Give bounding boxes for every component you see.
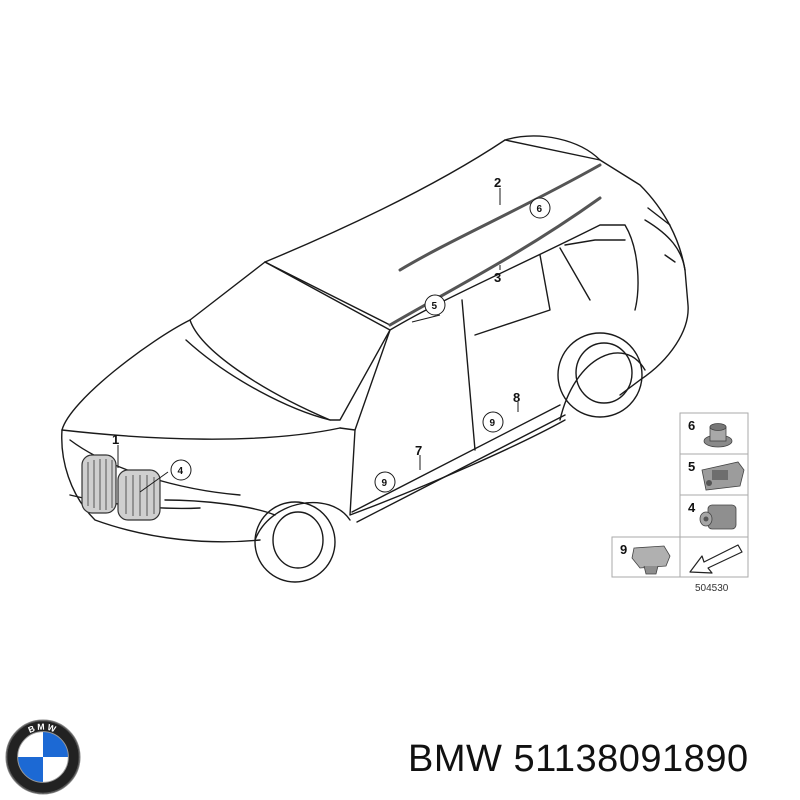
bracket-clip-icon	[701, 461, 745, 491]
callout-1: 1	[112, 432, 119, 447]
circled-callout-6: 6	[537, 204, 543, 215]
arrow-down-left-icon	[689, 544, 743, 574]
part-caption: BMW 51138091890	[408, 738, 749, 781]
callout-3: 3	[494, 270, 501, 285]
roof-rail-upper	[398, 163, 602, 272]
plug-clip-icon	[699, 504, 737, 530]
legend-number-6: 6	[688, 418, 695, 433]
callout-7: 7	[415, 443, 422, 458]
circled-callout-4: 4	[178, 466, 184, 477]
reference-code: 504530	[695, 583, 729, 594]
parts-legend: 6 5 4 9 504530	[611, 412, 749, 594]
callout-2: 2	[494, 175, 501, 190]
logo-letters: BMW	[27, 722, 58, 735]
push-clip-icon	[631, 545, 671, 575]
circled-callout-9a: 9	[382, 478, 388, 489]
legend-number-9: 9	[620, 542, 627, 557]
kidney-grille	[81, 454, 161, 521]
roof-rail-lower	[388, 196, 602, 327]
legend-number-4: 4	[688, 500, 696, 515]
leader-lines	[117, 188, 519, 493]
circled-callouts	[170, 197, 551, 493]
circled-callout-9b: 9	[490, 418, 496, 429]
callout-8: 8	[513, 390, 520, 405]
roof-rails	[388, 163, 602, 327]
circled-callout-5: 5	[432, 301, 438, 312]
car-outline	[61, 135, 689, 583]
caption-brand: BMW	[408, 738, 503, 780]
caption-part-number: 51138091890	[513, 738, 749, 780]
svg-text:BMW: BMW	[27, 722, 60, 735]
nut-clip-icon	[703, 423, 733, 448]
bmw-roundel-icon: BMW	[5, 719, 81, 795]
legend-number-5: 5	[688, 459, 695, 474]
